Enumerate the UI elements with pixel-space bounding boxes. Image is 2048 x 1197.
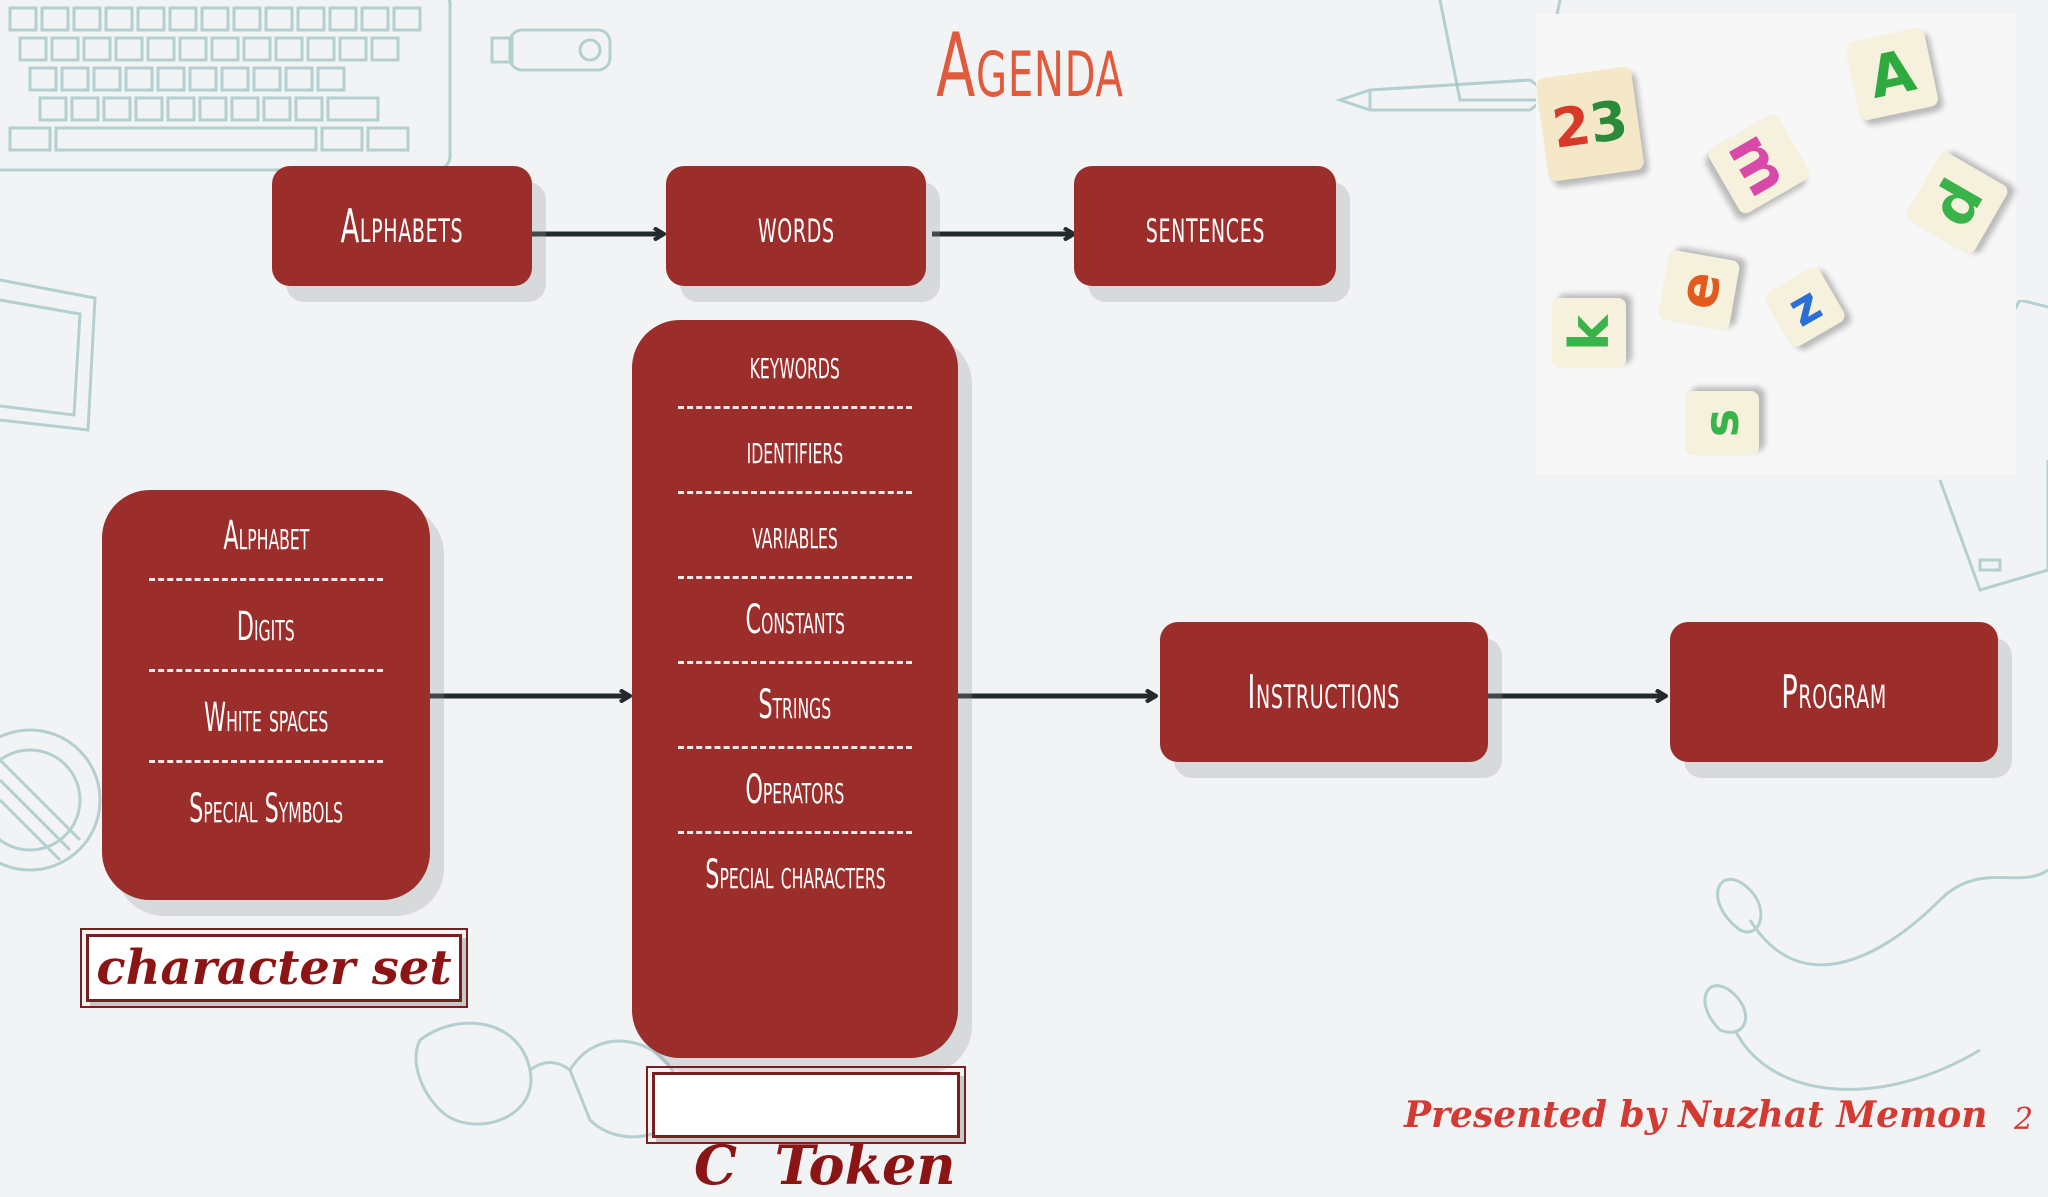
divider xyxy=(149,669,383,672)
divider xyxy=(678,661,912,664)
program-label: Program xyxy=(1781,665,1887,719)
character-set-caption: character set xyxy=(80,928,468,1008)
usb-drive-doodle xyxy=(490,28,612,72)
connector-arrows xyxy=(430,0,2048,1152)
divider xyxy=(149,578,383,581)
divider xyxy=(678,406,912,409)
divider xyxy=(149,760,383,763)
token-item-strings: Strings xyxy=(758,682,832,728)
token-item-constants: Constants xyxy=(745,597,845,643)
token-item-operators: Operators xyxy=(745,767,845,813)
token-item-special-characters: Special characters xyxy=(704,852,886,898)
charset-item-special-symbols: Special Symbols xyxy=(189,786,343,832)
c-token-box: keywords identifiers variables Constants… xyxy=(632,320,958,1058)
page-title: Agenda xyxy=(936,14,1124,117)
instructions-label: Instructions xyxy=(1247,665,1401,719)
alphabet-blocks-image: 2 3 A m d e z k s xyxy=(1535,14,2016,474)
divider xyxy=(678,576,912,579)
program-box: Program xyxy=(1670,622,1998,762)
instructions-box: Instructions xyxy=(1160,622,1488,762)
words-box: words xyxy=(666,166,926,286)
charset-item-alphabet: Alphabet xyxy=(223,513,309,559)
divider xyxy=(678,831,912,834)
divider xyxy=(678,491,912,494)
charset-item-white-spaces: White spaces xyxy=(203,695,329,741)
c-token-caption: C Token xyxy=(646,1066,966,1195)
divider xyxy=(678,746,912,749)
earphones-doodle xyxy=(1703,868,2048,1091)
words-label: words xyxy=(757,199,835,253)
token-item-keywords: keywords xyxy=(749,342,841,388)
token-item-variables: variables xyxy=(752,512,838,558)
tablet-doodle xyxy=(0,278,97,432)
sentences-label: sentences xyxy=(1145,199,1265,253)
alphabets-box: Alphabets xyxy=(272,166,532,286)
headphones-doodle xyxy=(0,728,102,872)
alphabets-label: Alphabets xyxy=(340,199,464,253)
charset-item-digits: Digits xyxy=(237,604,295,650)
keyboard-doodle xyxy=(0,0,452,172)
character-set-box: Alphabet Digits White spaces Special Sym… xyxy=(102,490,430,900)
page-number: 2 xyxy=(2014,1102,2034,1137)
sentences-box: sentences xyxy=(1074,166,1336,286)
presenter-credit: Presented by Nuzhat Memon xyxy=(1404,1094,1988,1136)
token-item-identifiers: identifiers xyxy=(746,427,844,473)
